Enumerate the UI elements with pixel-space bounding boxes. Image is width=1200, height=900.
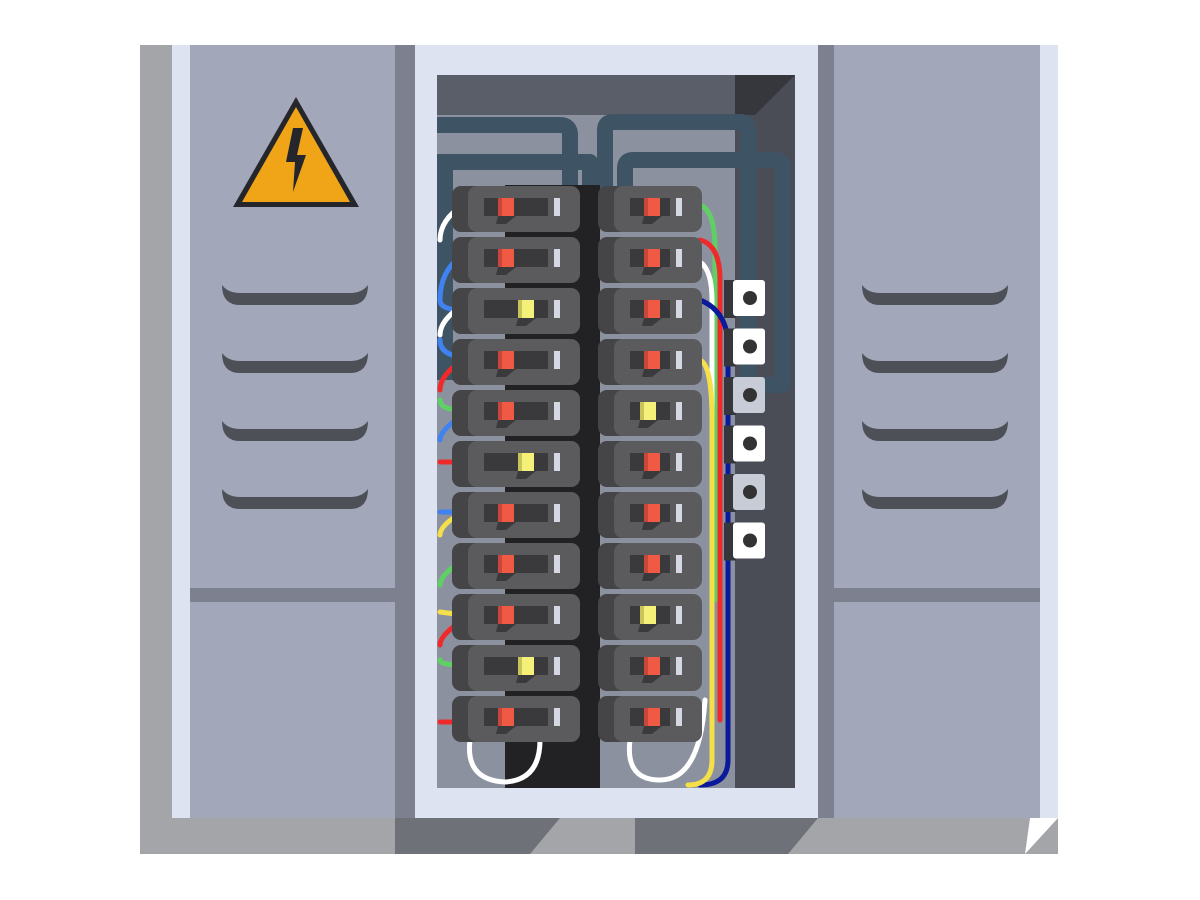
breaker-left[interactable] xyxy=(452,237,580,283)
breaker-left[interactable] xyxy=(452,594,580,640)
breaker-left[interactable] xyxy=(452,645,580,691)
breaker-right[interactable] xyxy=(598,696,702,742)
breaker-left[interactable] xyxy=(452,390,580,436)
vent-slot xyxy=(862,285,1008,305)
breaker-left[interactable] xyxy=(452,339,580,385)
breaker-left[interactable] xyxy=(452,441,580,487)
breaker-left[interactable] xyxy=(452,288,580,334)
terminal-screw xyxy=(724,522,765,561)
breaker-right[interactable] xyxy=(598,441,702,487)
vent-slot xyxy=(222,285,368,305)
breaker-right[interactable] xyxy=(598,543,702,589)
high-voltage-warning-icon xyxy=(233,97,359,207)
terminal-screw xyxy=(724,280,765,318)
terminal-screw xyxy=(724,377,765,415)
breaker-right[interactable] xyxy=(598,237,702,283)
vent-slots xyxy=(862,285,1008,509)
vent-slots xyxy=(222,285,368,509)
breaker-right[interactable] xyxy=(598,492,702,538)
breaker-left[interactable] xyxy=(452,696,580,742)
terminal-screw xyxy=(724,328,765,367)
breaker-array xyxy=(452,186,702,742)
vent-slot xyxy=(222,353,368,373)
vent-slot xyxy=(222,489,368,509)
terminal-screw xyxy=(724,425,765,464)
breaker-left[interactable] xyxy=(452,543,580,589)
terminal-block xyxy=(724,280,765,561)
breaker-right[interactable] xyxy=(598,594,702,640)
bus-cables xyxy=(437,114,791,393)
breaker-right[interactable] xyxy=(598,645,702,691)
breaker-right[interactable] xyxy=(598,288,702,334)
panel-base xyxy=(140,818,1058,854)
vent-slot xyxy=(862,353,1008,373)
vent-slot xyxy=(862,421,1008,441)
breaker-right[interactable] xyxy=(598,186,702,232)
vent-slot xyxy=(222,421,368,441)
right-door xyxy=(818,45,1058,818)
breaker-right[interactable] xyxy=(598,339,702,385)
breaker-right[interactable] xyxy=(598,390,702,436)
terminal-screw xyxy=(724,474,765,512)
breaker-left[interactable] xyxy=(452,492,580,538)
vent-slot xyxy=(862,489,1008,509)
breaker-left[interactable] xyxy=(452,186,580,232)
left-door xyxy=(140,45,415,818)
